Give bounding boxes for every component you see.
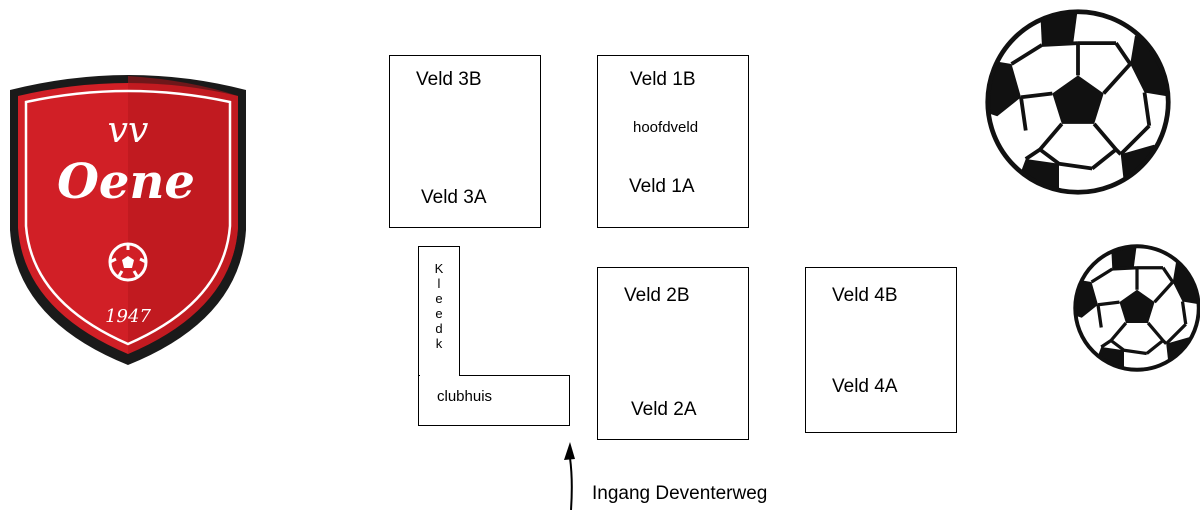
field-3b-label: Veld 3B	[416, 69, 482, 90]
clubhuis: clubhuis	[418, 375, 570, 426]
field-1: Veld 1B hoofdveld Veld 1A	[597, 55, 749, 228]
field-2b-label: Veld 2B	[624, 285, 690, 306]
field-1a-label: Veld 1A	[629, 176, 695, 197]
field-3a-label: Veld 3A	[421, 187, 487, 208]
soccer-ball-icon	[1073, 244, 1200, 372]
field-3: Veld 3B Veld 3A	[389, 55, 541, 228]
field-2: Veld 2B Veld 2A	[597, 267, 749, 440]
field-4a-label: Veld 4A	[832, 376, 898, 397]
logo-ball-icon	[108, 242, 148, 282]
logo-name: Oene	[57, 154, 195, 210]
club-logo: vv Oene 1947	[10, 75, 246, 365]
soccer-ball-icon	[985, 9, 1171, 195]
entrance-label: Ingang Deventerweg	[592, 483, 768, 504]
field-1b-label: Veld 1B	[630, 69, 696, 90]
field-4b-label: Veld 4B	[832, 285, 898, 306]
kleedk-label: K l e e d k	[434, 261, 444, 351]
arrow-up-icon	[564, 442, 575, 510]
clubhuis-label: clubhuis	[437, 388, 493, 405]
field-1-hoofdveld-label: hoofdveld	[633, 119, 699, 136]
logo-year: 1947	[105, 306, 151, 327]
logo-top-text: vv	[108, 110, 149, 151]
field-4: Veld 4B Veld 4A	[805, 267, 957, 433]
field-2a-label: Veld 2A	[631, 399, 697, 420]
kleedk-join	[419, 374, 459, 377]
kleedkamers: K l e e d k	[418, 246, 460, 382]
